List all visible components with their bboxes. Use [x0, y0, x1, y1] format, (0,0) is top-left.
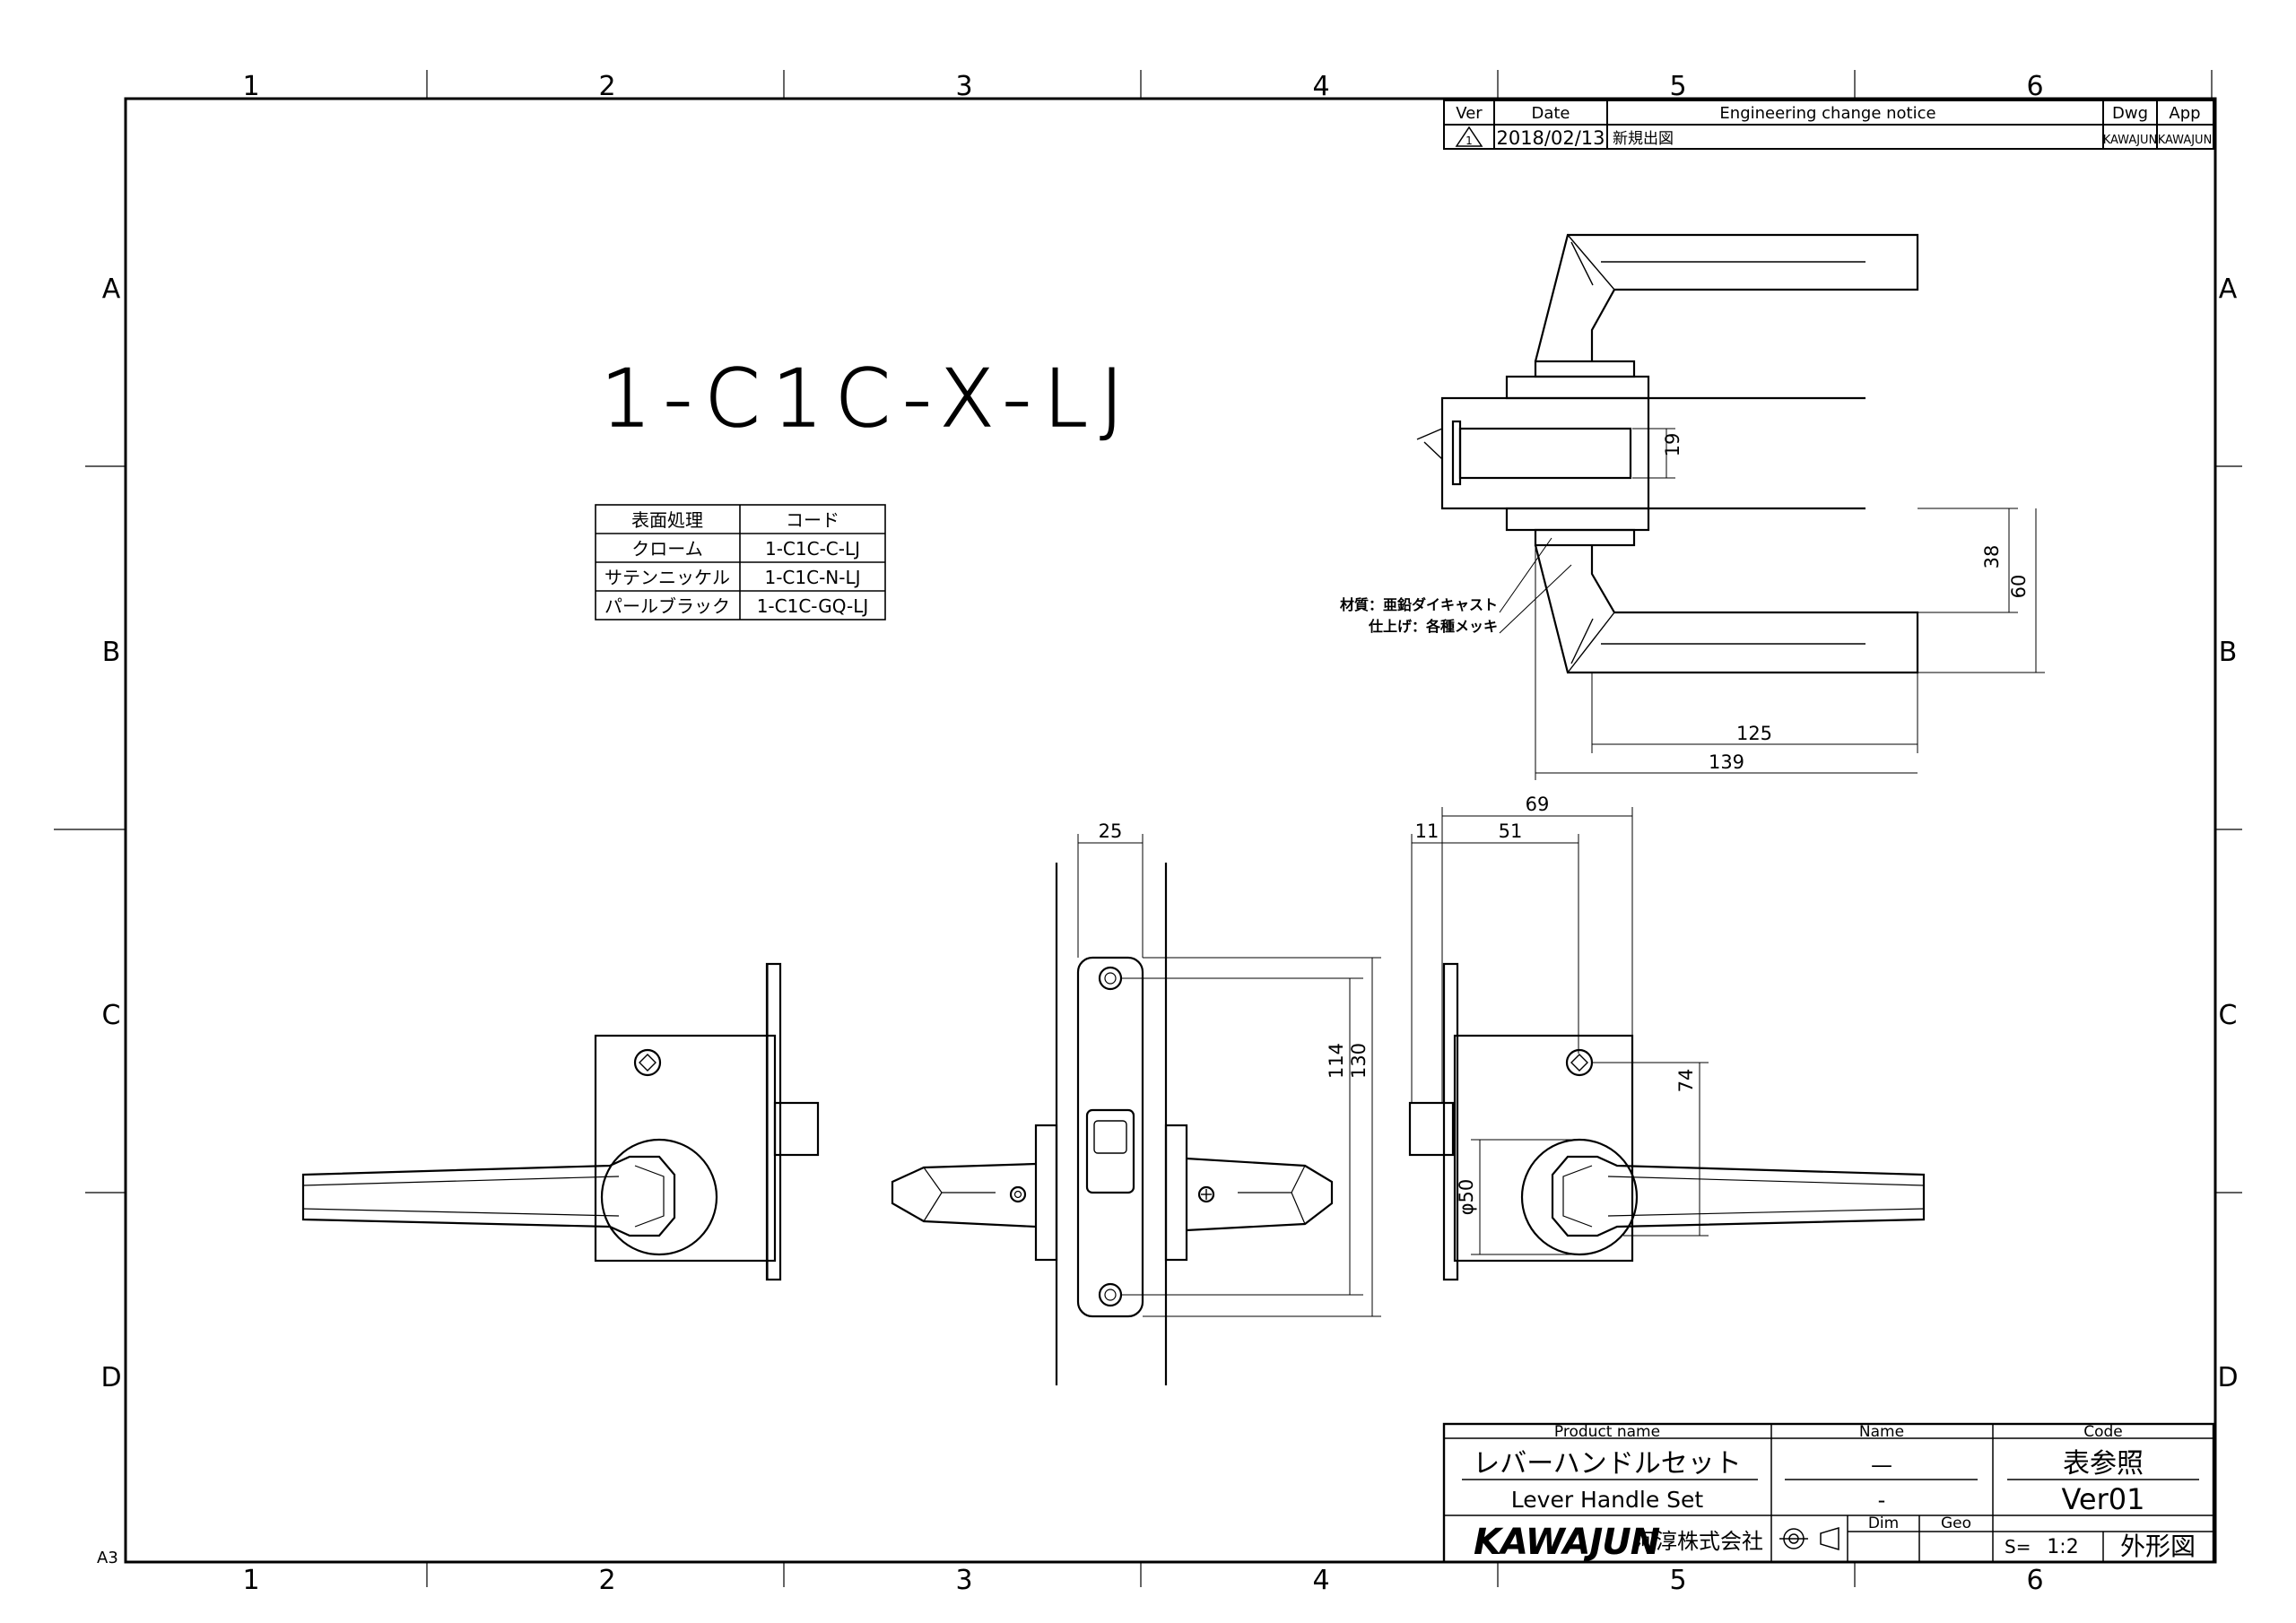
- zone-col-top-6: 6: [2026, 71, 2043, 102]
- zone-col-bottom-5: 5: [1669, 1565, 1686, 1596]
- zone-row-right-b: B: [2219, 637, 2238, 668]
- revision-triangle-icon: [1455, 126, 1483, 147]
- rev-header-date: Date: [1531, 104, 1570, 123]
- tb-product-name-header: Product name: [1554, 1423, 1660, 1441]
- back-view: [1408, 962, 1926, 1281]
- edge-view: [891, 863, 1334, 1385]
- front-view: [301, 962, 820, 1281]
- tb-code-header: Code: [2083, 1423, 2123, 1441]
- tb-company-name: 河淳株式会社: [1634, 1529, 1763, 1554]
- zone-row-right-c: C: [2219, 1000, 2238, 1031]
- rev-date-value: 2018/02/13: [1496, 127, 1605, 149]
- finish-cell-code: 1-C1C-N-LJ: [764, 567, 860, 588]
- zone-col-top-3: 3: [955, 71, 972, 102]
- tb-geo-label: Geo: [1941, 1515, 1971, 1532]
- dim-25: 25: [1099, 820, 1123, 842]
- tb-code-version: Ver01: [2062, 1482, 2145, 1516]
- rev-notice-value: 新規出図: [1613, 130, 1674, 148]
- revision-block: Ver Date Engineering change notice Dwg A…: [1443, 100, 2214, 150]
- zone-col-top-5: 5: [1669, 71, 1686, 102]
- dim-114: 114: [1326, 1043, 1347, 1079]
- finish-cell-finish: クローム: [631, 538, 702, 560]
- note-finish: 仕上げ：各種メッキ: [1368, 618, 1498, 635]
- zone-row-right-a: A: [2219, 273, 2238, 305]
- dim-38: 38: [1981, 545, 2003, 569]
- tb-code-value: 表参照: [2063, 1448, 2144, 1480]
- zone-col-bottom-6: 6: [2026, 1565, 2043, 1596]
- zone-col-bottom-2: 2: [598, 1565, 615, 1596]
- dim-125: 125: [1736, 723, 1772, 744]
- zone-col-top-1: 1: [242, 71, 259, 102]
- finish-header-finish: 表面処理: [631, 509, 703, 531]
- projection-symbol-icon: [1779, 1526, 1839, 1551]
- dim-130: 130: [1348, 1043, 1370, 1079]
- rev-header-app: App: [2169, 104, 2200, 123]
- tb-scale-label: S=: [2005, 1536, 2031, 1558]
- dimension-values: 19 38 60 125 139 25 11 51 69 114 130 74 …: [1099, 433, 2030, 1216]
- dim-74: 74: [1675, 1069, 1697, 1093]
- finish-header-code: コード: [786, 509, 839, 531]
- tb-name-line1: —: [1871, 1453, 1892, 1478]
- zone-col-top-2: 2: [598, 71, 615, 102]
- finish-cell-finish: パールブラック: [604, 595, 730, 617]
- finish-cell-code: 1-C1C-GQ-LJ: [757, 595, 869, 617]
- zone-col-bottom-4: 4: [1312, 1565, 1329, 1596]
- dim-11: 11: [1415, 820, 1439, 842]
- sheet-frame: [54, 70, 2242, 1587]
- finish-table: 表面処理 コード クローム 1-C1C-C-LJ サテンニッケル 1-C1C-N…: [595, 504, 886, 621]
- zone-col-top-4: 4: [1312, 71, 1329, 102]
- finish-cell-code: 1-C1C-C-LJ: [765, 538, 860, 560]
- rev-dwg-value: KAWAJUN: [2103, 134, 2158, 147]
- material-notes: 材質：亜鉛ダイキャスト 仕上げ：各種メッキ: [1340, 596, 1498, 635]
- dim-69: 69: [1526, 794, 1550, 815]
- tb-dim-label: Dim: [1868, 1515, 1899, 1532]
- rev-ver-value: 1: [1465, 135, 1473, 147]
- dim-51: 51: [1499, 820, 1523, 842]
- tb-product-name-jp: レバーハンドルセット: [1473, 1448, 1741, 1480]
- tb-drawing-type: 外形図: [2120, 1532, 2196, 1561]
- brand-logo: KAWAJUN: [1474, 1522, 1660, 1563]
- tb-name-line2: -: [1878, 1488, 1886, 1513]
- dim-139: 139: [1709, 751, 1744, 773]
- zone-row-left-a: A: [102, 273, 121, 305]
- zone-col-bottom-1: 1: [242, 1565, 259, 1596]
- zone-row-left-d: D: [100, 1362, 121, 1393]
- dim-60: 60: [2008, 575, 2030, 599]
- title-block: Product name Name Code レバーハンドルセット Lever …: [1442, 1422, 2215, 1564]
- finish-cell-finish: サテンニッケル: [604, 567, 730, 588]
- dim-phi50: φ50: [1456, 1179, 1477, 1216]
- rev-app-value: KAWAJUN: [2158, 134, 2213, 147]
- zone-col-bottom-3: 3: [955, 1565, 972, 1596]
- dimension-lines: [1077, 428, 2045, 1317]
- sheet-size-label: A3: [97, 1549, 118, 1567]
- rev-header-ver: Ver: [1456, 104, 1483, 123]
- zone-row-right-d: D: [2217, 1362, 2238, 1393]
- tb-name-header: Name: [1859, 1423, 1904, 1441]
- rev-header-dwg: Dwg: [2112, 104, 2148, 123]
- tb-product-name-en: Lever Handle Set: [1511, 1487, 1704, 1513]
- zone-labels: 1 2 3 4 5 6 1 2 3 4 5 6 A B C D A B C D …: [97, 71, 2239, 1596]
- part-number: 1-C1C-X-LJ: [601, 352, 1136, 445]
- note-material: 材質：亜鉛ダイキャスト: [1340, 596, 1498, 613]
- dim-19: 19: [1662, 433, 1683, 457]
- zone-row-left-b: B: [102, 637, 121, 668]
- zone-row-left-c: C: [102, 1000, 121, 1031]
- rev-header-notice: Engineering change notice: [1719, 104, 1935, 123]
- tb-scale-value: 1:2: [2047, 1536, 2078, 1558]
